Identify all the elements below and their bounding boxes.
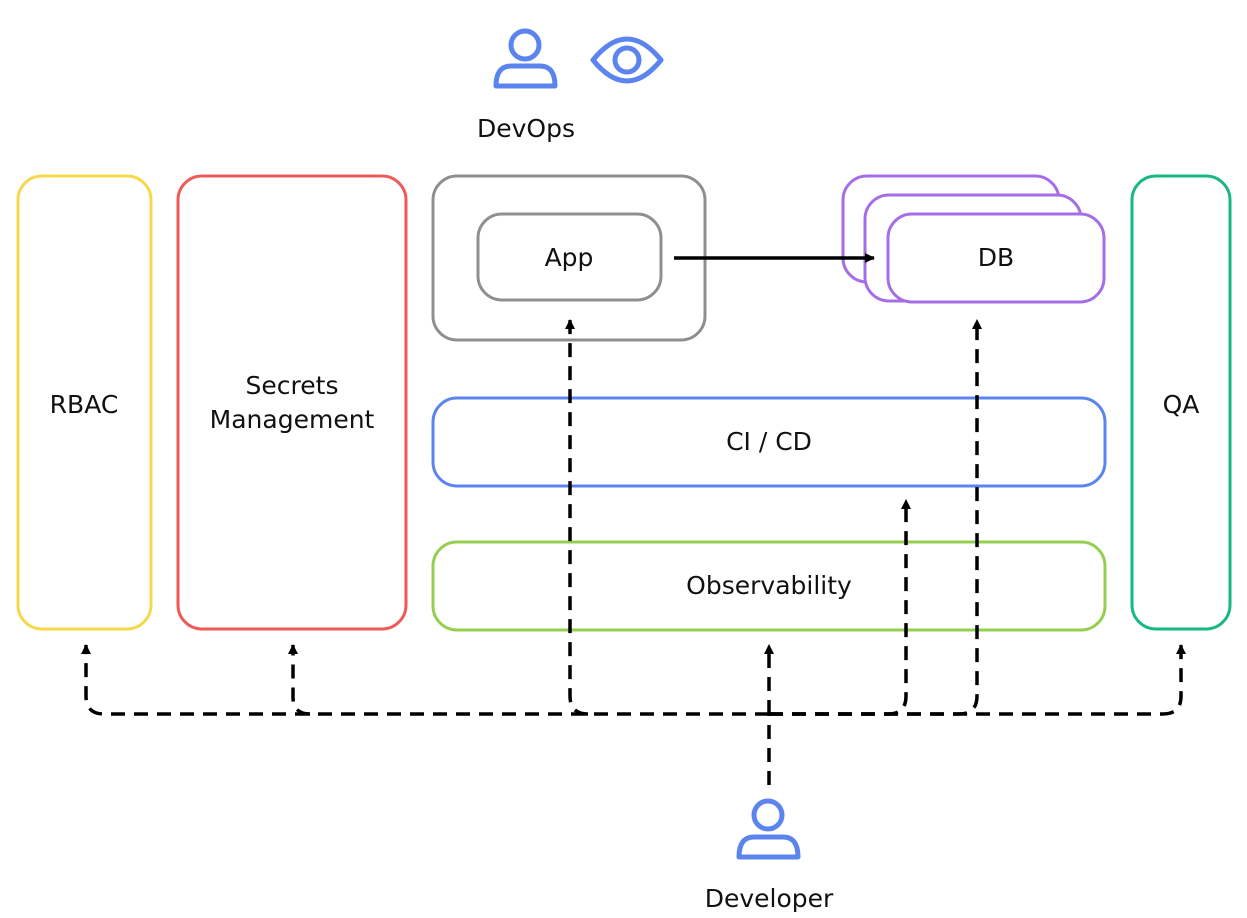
- arrow-to-db: [769, 319, 982, 716]
- cicd-label: CI / CD: [726, 427, 812, 456]
- qa-label: QA: [1163, 390, 1200, 419]
- rbac-label: RBAC: [50, 390, 119, 419]
- devops-label: DevOps: [477, 114, 575, 143]
- developer-label: Developer: [705, 884, 834, 913]
- devops-person-icon: [493, 28, 558, 89]
- db-label: DB: [978, 243, 1014, 272]
- secrets-label-line2: Management: [210, 405, 375, 434]
- rbac-box: [16, 174, 153, 631]
- eye-icon: [590, 36, 664, 84]
- secrets-label-line1: Secrets: [246, 371, 339, 400]
- secrets-management-box: [176, 174, 408, 631]
- cicd-box: [431, 396, 1107, 488]
- app-box: [476, 212, 663, 302]
- observability-label: Observability: [686, 571, 852, 600]
- arrow-to-rbac: [81, 644, 769, 716]
- qa-box: [1130, 174, 1232, 631]
- arrow-to-secrets: [288, 644, 311, 716]
- developer-person-icon: [736, 798, 801, 860]
- db-box: [886, 212, 1106, 304]
- arrow-to-qa: [769, 644, 1186, 716]
- observability-box: [431, 540, 1107, 632]
- arrow-to-app: [565, 319, 589, 716]
- arrow-to-cicd: [769, 499, 911, 716]
- app-label: App: [545, 243, 594, 272]
